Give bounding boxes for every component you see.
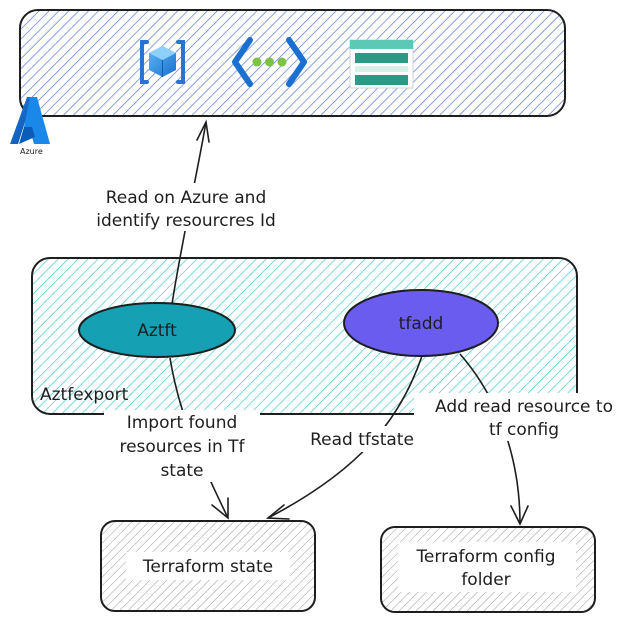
read-tfstate-label: Read tfstate	[310, 430, 414, 450]
read-azure-label-line1: Read on Azure and	[106, 188, 267, 208]
azure-logo-label: Azure	[20, 147, 43, 156]
import-found-label-line1: Import found	[127, 413, 238, 433]
resource-cube-icon	[140, 40, 185, 84]
azure-resources-box	[19, 9, 566, 117]
read-tfstate-arrow: Read tfstate	[265, 355, 436, 520]
aztfexport-label: Aztfexport	[40, 385, 129, 405]
tfadd-label: tfadd	[399, 314, 444, 334]
terraform-state-label: Terraform state	[142, 557, 273, 577]
add-read-label-line1: Add read resource to	[435, 397, 613, 417]
terraform-config-box: Terraform config folder	[380, 526, 596, 613]
terraform-config-label-line1: Terraform config	[415, 547, 555, 567]
storage-stack-icon	[349, 39, 414, 89]
aztft-node: Aztft	[78, 302, 236, 358]
read-azure-label-line2: identify resourcres Id	[96, 211, 276, 231]
api-brackets-icon	[232, 37, 307, 87]
add-read-arrow: Add read resource to tf config	[414, 353, 634, 526]
tfadd-node: tfadd	[343, 289, 499, 357]
read-azure-arrow: Read on Azure and identify resourcres Id	[76, 119, 298, 305]
azure-logo: Azure	[10, 97, 50, 156]
terraform-state-box: Terraform state	[100, 520, 316, 612]
import-found-label-line3: state	[160, 461, 203, 481]
import-found-arrow: Import found resources in Tf state	[104, 357, 260, 520]
add-read-label-line2: tf config	[489, 420, 559, 440]
terraform-config-label-line2: folder	[461, 570, 510, 590]
aztft-label: Aztft	[137, 321, 177, 341]
import-found-label-line2: resources in Tf	[119, 437, 245, 457]
